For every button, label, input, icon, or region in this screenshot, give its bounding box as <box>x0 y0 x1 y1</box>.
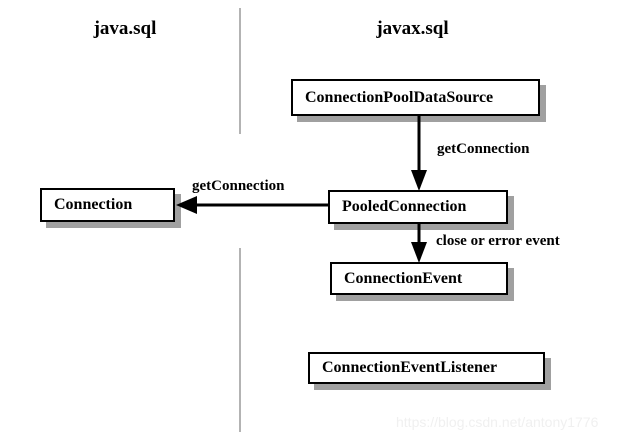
node-label: PooledConnection <box>342 198 467 215</box>
edge-label-pooled-to-event: close or error event <box>436 233 560 249</box>
node-connection[interactable]: Connection <box>40 188 175 222</box>
column-title-java-sql: java.sql <box>93 18 157 39</box>
column-title-javax-sql: javax.sql <box>376 18 449 39</box>
node-label: ConnectionEvent <box>344 269 463 287</box>
edge-label-pooled-to-connection: getConnection <box>192 178 285 194</box>
package-divider-top <box>239 8 241 134</box>
node-pooled-connection[interactable]: PooledConnection <box>328 190 508 224</box>
node-label: Connection <box>54 196 133 213</box>
node-label: ConnectionPoolDataSource <box>305 88 494 106</box>
node-label: ConnectionEventListener <box>322 359 498 376</box>
watermark-text: https://blog.csdn.net/antony1776 <box>396 414 599 430</box>
edge-label-cpds-to-pooled: getConnection <box>437 141 530 157</box>
package-divider-bottom <box>239 248 241 432</box>
node-connection-event[interactable]: ConnectionEvent <box>330 262 508 295</box>
node-connection-pool-data-source[interactable]: ConnectionPoolDataSource <box>291 79 540 116</box>
node-connection-event-listener[interactable]: ConnectionEventListener <box>308 352 545 384</box>
